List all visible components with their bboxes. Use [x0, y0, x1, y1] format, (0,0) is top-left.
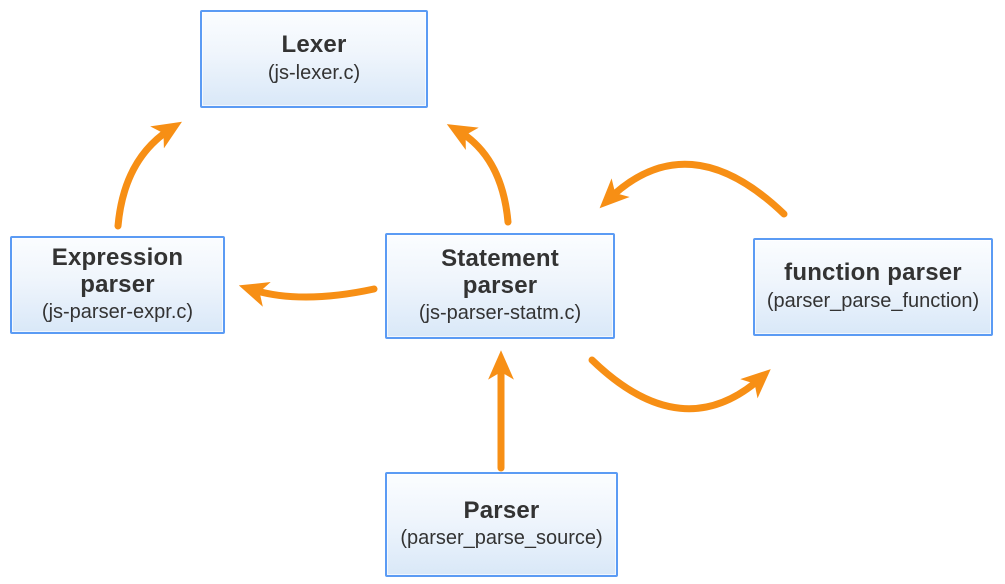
node-subtitle: (parser_parse_source) [400, 527, 603, 550]
node-title: Lexer [281, 31, 347, 59]
node-title: Parser [463, 496, 540, 524]
node-subtitle: (js-parser-expr.c) [41, 301, 194, 324]
node-title: Expression parser [51, 243, 184, 298]
node-subtitle: (js-parser-statm.c) [418, 302, 582, 325]
node-subtitle: (parser_parse_function) [766, 289, 980, 312]
node-lexer: Lexer (js-lexer.c) [200, 10, 428, 108]
arrow-expression-parser-to-lexer [114, 121, 182, 230]
arrow-statement-parser-to-expression-parser [238, 282, 378, 307]
node-subtitle: (js-lexer.c) [267, 61, 361, 84]
node-expression-parser: Expression parser (js-parser-expr.c) [10, 236, 225, 334]
arrow-statement-parser-to-function-parser [588, 356, 771, 413]
arrow-function-parser-to-statement-parser [599, 160, 788, 218]
node-title: Statement parser [441, 244, 559, 299]
arrow-statement-parser-to-lexer [446, 124, 512, 226]
node-parser: Parser (parser_parse_source) [385, 472, 618, 577]
node-statement-parser: Statement parser (js-parser-statm.c) [385, 233, 615, 339]
node-function-parser: function parser (parser_parse_function) [753, 238, 993, 336]
node-title: function parser [784, 259, 962, 287]
